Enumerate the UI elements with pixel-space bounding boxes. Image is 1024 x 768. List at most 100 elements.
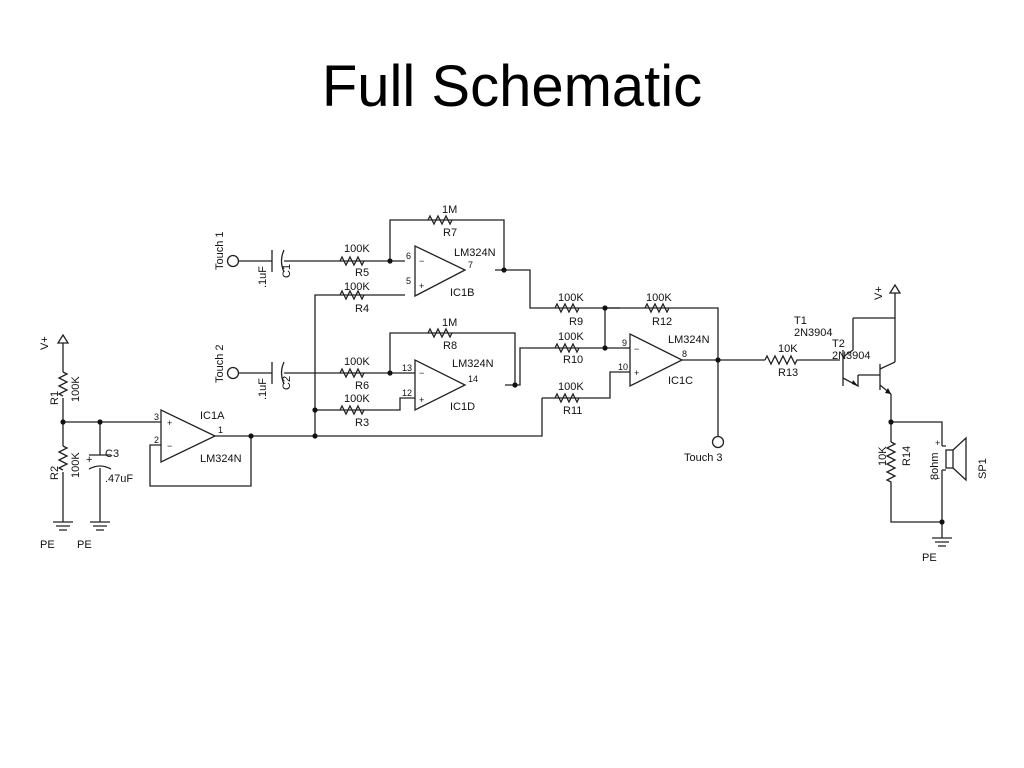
svg-text:PE: PE [922, 552, 937, 564]
svg-text:R14: R14 [901, 446, 913, 466]
svg-text:−: − [167, 441, 172, 451]
svg-text:100K: 100K [70, 376, 82, 402]
svg-text:100K: 100K [558, 381, 584, 393]
resistor-r6: 100K R6 [339, 356, 370, 392]
ground-symbol-2: PE [77, 521, 110, 551]
svg-text:+: + [86, 454, 92, 466]
svg-text:R8: R8 [443, 340, 457, 352]
svg-text:100K: 100K [344, 281, 370, 293]
capacitor-c2: .1uF C2 [257, 361, 293, 400]
ground-symbol-1: PE [40, 521, 73, 551]
resistor-r4: 100K R4 [339, 281, 370, 315]
svg-text:100K: 100K [558, 292, 584, 304]
resistor-r13: 10K R13 [764, 343, 800, 379]
wires [62, 219, 943, 538]
svg-text:100K: 100K [646, 292, 672, 304]
op-amp-ic1b: − + 6 5 7 LM324N IC1B [406, 244, 496, 299]
svg-text:V+: V+ [39, 336, 51, 350]
op-amp-ic1c: − + 9 10 8 LM324N IC1C [618, 332, 710, 388]
svg-text:PE: PE [40, 539, 55, 551]
capacitor-c1: .1uF C1 [257, 249, 293, 288]
svg-text:C3: C3 [105, 448, 119, 460]
svg-text:.47uF: .47uF [105, 473, 133, 485]
svg-text:10: 10 [618, 362, 628, 372]
svg-text:IC1C: IC1C [668, 375, 693, 387]
svg-text:+: + [935, 438, 940, 448]
svg-text:C2: C2 [281, 376, 293, 390]
slide-title: Full Schematic [321, 54, 703, 119]
ground-symbol-3: PE [922, 537, 952, 564]
resistor-r2: R2 100K [49, 445, 82, 480]
svg-text:100K: 100K [344, 393, 370, 405]
speaker-sp1: + - 8ohm SP1 [929, 436, 989, 483]
svg-text:8: 8 [682, 349, 687, 359]
svg-text:3: 3 [154, 412, 159, 422]
svg-text:14: 14 [468, 374, 478, 384]
transistor-t1: T1 2N3904 [794, 315, 859, 388]
capacitor-c3: + C3 .47uF [86, 448, 133, 485]
svg-text:PE: PE [77, 539, 92, 551]
svg-text:9: 9 [622, 338, 627, 348]
resistor-r11: 100K R11 [554, 381, 584, 417]
svg-text:R10: R10 [563, 354, 583, 366]
svg-text:2: 2 [154, 435, 159, 445]
svg-text:+: + [419, 395, 424, 405]
svg-text:2N3904: 2N3904 [794, 327, 833, 339]
svg-text:7: 7 [468, 260, 473, 270]
svg-text:R7: R7 [443, 227, 457, 239]
svg-text:13: 13 [402, 363, 412, 373]
resistor-r8: 1M R8 [427, 317, 457, 352]
svg-text:+: + [167, 418, 172, 428]
svg-text:LM324N: LM324N [668, 334, 710, 346]
op-amp-ic1d: − + 13 12 14 LM324N IC1D [402, 358, 494, 413]
svg-text:R12: R12 [652, 316, 672, 328]
svg-text:10K: 10K [877, 446, 889, 466]
touch-pad-3: Touch 3 [684, 435, 725, 464]
svg-text:C1: C1 [281, 264, 293, 278]
svg-text:100K: 100K [344, 243, 370, 255]
svg-text:T1: T1 [794, 315, 807, 327]
resistor-r1: R1 100K [49, 371, 82, 405]
touch-pad-1: Touch 1 [214, 231, 240, 270]
svg-text:R3: R3 [355, 417, 369, 429]
junction-dots [60, 258, 945, 525]
resistor-r7: 1M R7 [427, 204, 457, 239]
svg-text:R13: R13 [778, 367, 798, 379]
svg-text:6: 6 [406, 251, 411, 261]
svg-text:8ohm: 8ohm [929, 452, 941, 480]
svg-text:R6: R6 [355, 380, 369, 392]
supply-vplus-right: V+ [873, 283, 902, 300]
svg-text:100K: 100K [70, 452, 82, 478]
svg-text:Touch 1: Touch 1 [214, 231, 226, 270]
transistor-t2: T2 2N3904 [832, 338, 896, 395]
svg-text:+: + [419, 281, 424, 291]
svg-text:+: + [634, 368, 639, 378]
svg-text:LM324N: LM324N [452, 358, 494, 370]
resistor-r14: 10K R14 [877, 441, 913, 484]
svg-text:R5: R5 [355, 267, 369, 279]
svg-text:12: 12 [402, 388, 412, 398]
resistor-r12: 100K R12 [644, 292, 672, 328]
svg-text:.1uF: .1uF [257, 266, 269, 288]
svg-text:R11: R11 [563, 405, 582, 417]
svg-text:100K: 100K [344, 356, 370, 368]
svg-text:R9: R9 [569, 316, 583, 328]
svg-text:Touch 2: Touch 2 [214, 344, 226, 383]
svg-text:-: - [937, 473, 940, 483]
svg-text:R4: R4 [355, 303, 369, 315]
svg-text:LM324N: LM324N [454, 247, 496, 259]
svg-text:IC1A: IC1A [200, 410, 225, 422]
svg-text:IC1B: IC1B [450, 287, 474, 299]
svg-text:1: 1 [218, 425, 223, 435]
svg-text:−: − [419, 368, 424, 378]
svg-text:10K: 10K [778, 343, 798, 355]
svg-text:1M: 1M [442, 317, 457, 329]
svg-text:Touch 3: Touch 3 [684, 452, 723, 464]
resistor-r3: 100K R3 [339, 393, 370, 429]
svg-text:2N3904: 2N3904 [832, 350, 871, 362]
svg-text:5: 5 [406, 276, 411, 286]
svg-text:V+: V+ [873, 286, 885, 300]
resistor-r10: 100K R10 [554, 331, 584, 366]
